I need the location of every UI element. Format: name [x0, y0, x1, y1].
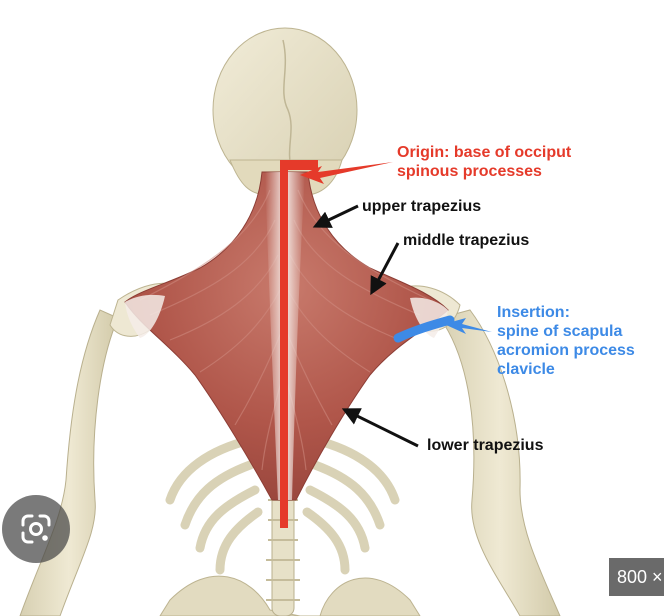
google-lens-icon [21, 514, 51, 544]
insertion-marker [393, 315, 492, 343]
insertion-title: Insertion: [497, 304, 570, 321]
origin-label-line1: Origin: base of occiput [397, 144, 572, 161]
origin-label-line2: spinous processes [397, 163, 542, 180]
insertion-acromion-process: acromion process [497, 342, 635, 359]
lens-button[interactable] [2, 495, 70, 563]
image-size-badge: 800 × [609, 558, 664, 596]
pointer-arrows [312, 204, 419, 448]
upper-trapezius-label: upper trapezius [362, 198, 482, 215]
origin-arrow [300, 162, 393, 184]
insertion-spine-of-scapula: spine of scapula [497, 323, 623, 340]
lower-trapezius-label: lower trapezius [427, 437, 544, 454]
left-arm-bones [19, 309, 119, 616]
right-arm-bones [439, 309, 561, 616]
middle-trapezius-label: middle trapezius [403, 232, 530, 249]
ribcage [165, 435, 400, 575]
insertion-clavicle: clavicle [497, 361, 555, 378]
origin-marker [280, 160, 318, 528]
